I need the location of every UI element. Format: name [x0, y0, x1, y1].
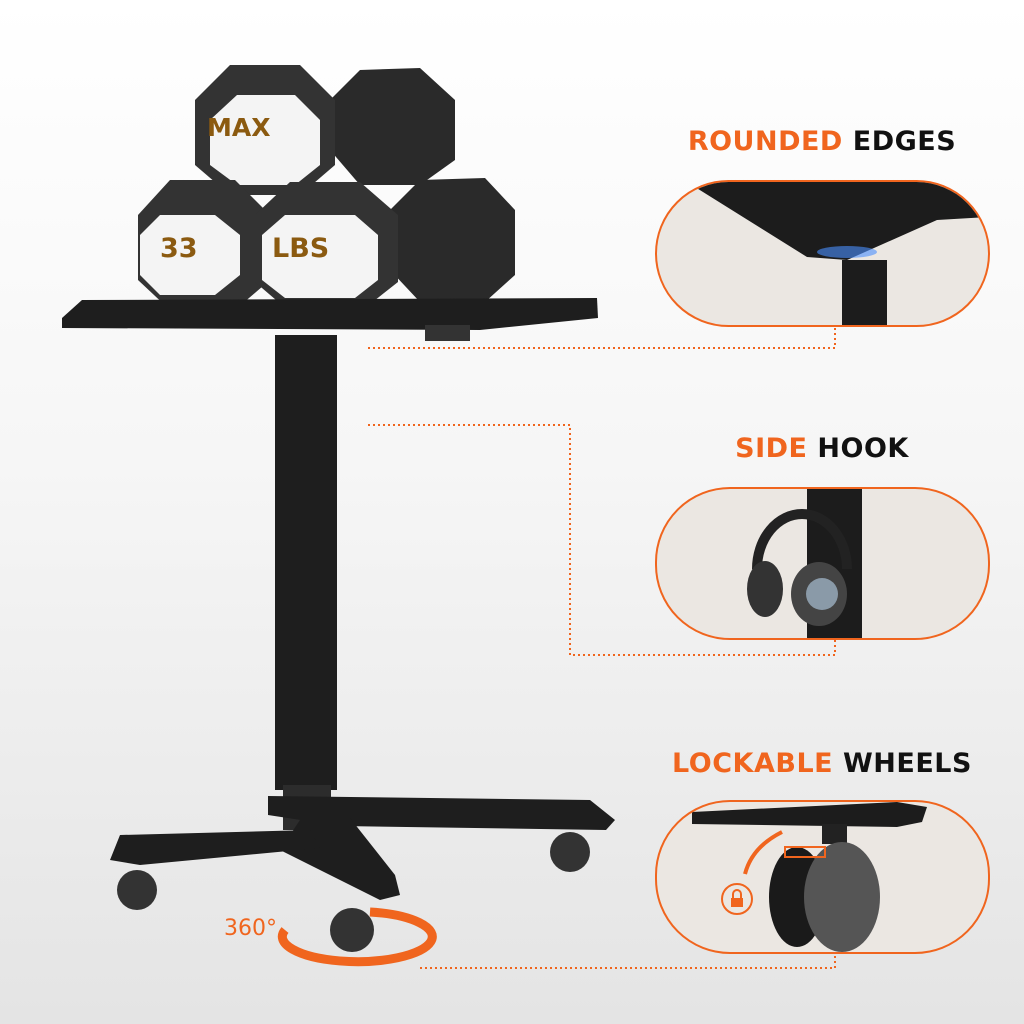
lockable-wheels-detail [655, 800, 990, 954]
heading-rest: HOOK [817, 433, 909, 464]
heading-accent: LOCKABLE [672, 748, 834, 779]
rounded-edges-detail [655, 180, 990, 327]
desk [62, 298, 615, 952]
feature-heading-rounded-edges: ROUNDED EDGES [652, 126, 992, 157]
heading-accent: SIDE [735, 433, 808, 464]
dumbbell-label-max: MAX [207, 113, 271, 142]
side-hook-detail [655, 487, 990, 640]
heading-accent: ROUNDED [687, 126, 843, 157]
dumbbell-label-lbs: LBS [272, 233, 330, 264]
connector-lines [368, 325, 836, 969]
dumbbells [138, 65, 515, 312]
rotation-label: 360° [224, 916, 277, 941]
lock-icon [721, 883, 753, 915]
dumbbell-label-33: 33 [160, 233, 198, 264]
rotation-arrow-icon [277, 907, 437, 967]
headphones-icon [752, 509, 852, 570]
heading-rest: EDGES [852, 126, 957, 157]
lock-arrow-icon [743, 830, 783, 875]
feature-heading-side-hook: SIDE HOOK [652, 433, 992, 464]
feature-heading-lockable-wheels: LOCKABLE WHEELS [652, 748, 992, 779]
heading-rest: WHEELS [843, 748, 972, 779]
